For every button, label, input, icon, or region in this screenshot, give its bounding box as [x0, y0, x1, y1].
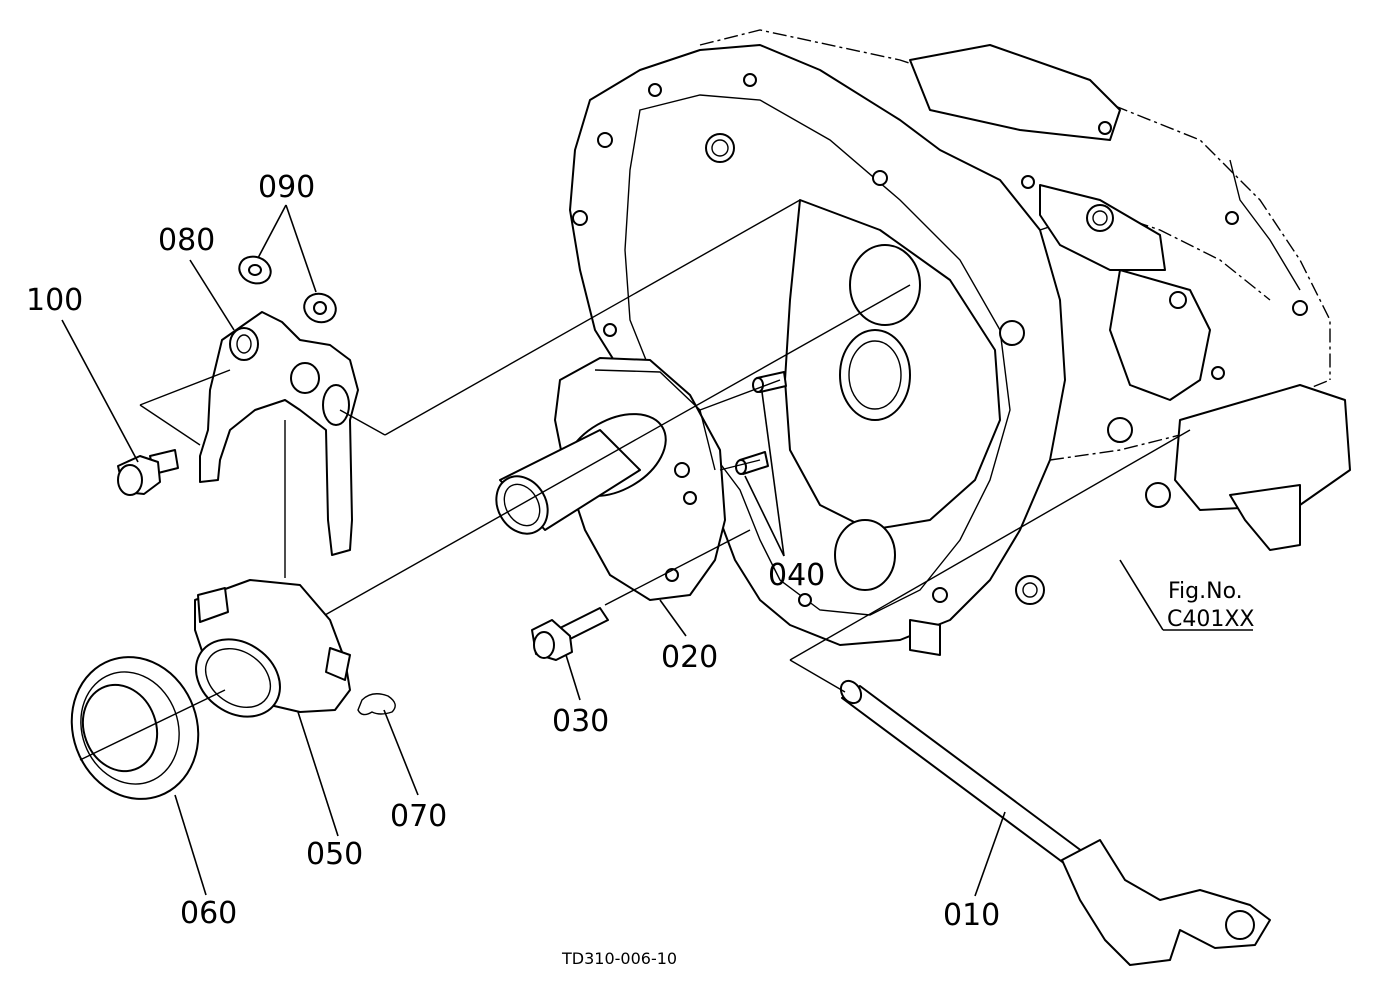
callout-010: 010: [943, 898, 1000, 933]
clutch-housing: [569, 29, 1351, 656]
bolt-030: [531, 607, 609, 661]
callout-labels: 100 080 090 040 020 030 070 050 060 010: [26, 170, 1000, 933]
callout-040: 040: [768, 558, 825, 593]
callout-020: 020: [661, 640, 718, 675]
clip-070: [357, 693, 396, 716]
bolt-100: [117, 449, 179, 496]
callout-070: 070: [390, 799, 447, 834]
callout-030: 030: [552, 704, 609, 739]
washer-090: [238, 255, 337, 324]
callout-050: 050: [306, 837, 363, 872]
bearing-guide-020: [495, 357, 726, 601]
pin-040: [735, 371, 787, 475]
assembly-lines: [79, 199, 1191, 761]
leader-lines: [61, 204, 1253, 897]
release-sleeve-050: [194, 579, 351, 718]
figure-label: Fig.No.: [1168, 579, 1243, 604]
callout-090: 090: [258, 170, 315, 205]
callout-080: 080: [158, 223, 215, 258]
document-id: TD310-006-10: [561, 949, 677, 968]
shift-fork-080: [199, 311, 359, 556]
release-shaft-010: [839, 679, 1271, 966]
callout-060: 060: [180, 896, 237, 931]
callout-100: 100: [26, 283, 83, 318]
figure-reference: Fig.No. C401XX: [1167, 579, 1255, 632]
figure-number: C401XX: [1167, 607, 1255, 632]
bearing-060: [70, 656, 200, 800]
